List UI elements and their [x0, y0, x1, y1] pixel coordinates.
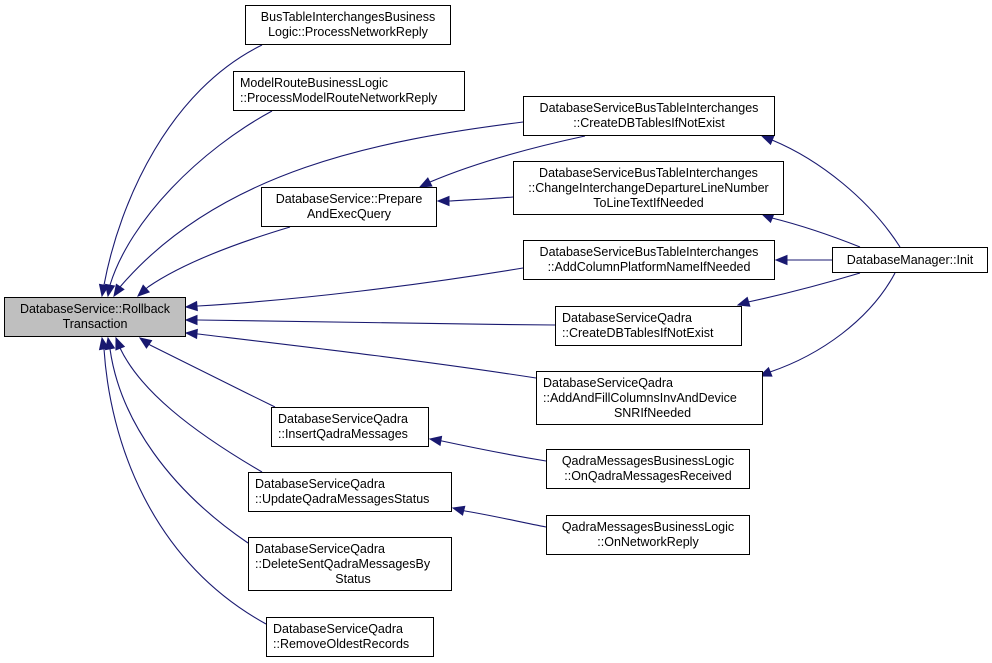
- edge-prepare-to-rollback: [147, 226, 291, 288]
- node-qadra-remove-oldest-records[interactable]: DatabaseServiceQadra ::RemoveOldestRecor…: [266, 617, 434, 657]
- arrowhead-icon: [418, 177, 433, 188]
- arrowhead-icon: [104, 283, 116, 298]
- node-label: DatabaseServiceQadra: [255, 541, 385, 556]
- arrowhead-icon: [760, 213, 775, 224]
- arrowhead-icon: [736, 296, 751, 307]
- arrowhead-icon: [115, 336, 126, 351]
- arrowhead-icon: [774, 254, 788, 266]
- edge-qmbl_received-to-qadra_insert: [441, 440, 547, 462]
- node-qadra-bl-on-messages-received[interactable]: QadraMessagesBusinessLogic ::OnQadraMess…: [546, 449, 750, 489]
- node-rollback-transaction: DatabaseService::Rollback Transaction: [4, 297, 186, 337]
- edge-bus_process-to-rollback: [103, 44, 263, 286]
- node-database-manager-init[interactable]: DatabaseManager::Init: [832, 247, 988, 273]
- arrowhead-icon: [98, 336, 110, 351]
- node-label: DatabaseServiceQadra: [278, 412, 408, 426]
- node-label: ::OnQadraMessagesReceived: [564, 469, 732, 483]
- node-label: ::CreateDBTablesIfNotExist: [562, 326, 714, 340]
- arrowhead-icon: [760, 135, 775, 146]
- edge-qadra_remove-to-rollback: [103, 348, 267, 625]
- edge-qadra_addfill-to-rollback: [197, 333, 537, 379]
- node-label: Logic::ProcessNetworkReply: [268, 25, 428, 39]
- node-bus-change-interchange-departure[interactable]: DatabaseServiceBusTableInterchanges ::Ch…: [513, 161, 784, 215]
- node-label: Status: [335, 571, 371, 586]
- edge-db_manager_init-to-qadra_addfill: [769, 272, 896, 373]
- node-label: DatabaseService::Rollback: [19, 302, 171, 316]
- node-label: DatabaseServiceBusTableInterchanges: [539, 165, 758, 180]
- node-label: QadraMessagesBusinessLogic: [561, 454, 735, 468]
- arrowhead-icon: [451, 505, 466, 516]
- node-label: ::OnNetworkReply: [597, 535, 699, 549]
- edge-bus_change-to-prepare: [449, 196, 514, 202]
- node-label: DatabaseServiceBusTableInterchanges: [539, 245, 759, 259]
- node-model-route-process-reply[interactable]: ModelRouteBusinessLogic ::ProcessModelRo…: [233, 71, 465, 111]
- node-label: DatabaseServiceQadra: [543, 375, 673, 390]
- arrowhead-icon: [184, 314, 198, 326]
- edge-qmbl_reply-to-qadra_update: [464, 510, 547, 528]
- edge-bus_create-to-rollback: [119, 121, 524, 288]
- node-label: DatabaseServiceBusTableInterchanges: [539, 101, 759, 115]
- node-label: DatabaseManager::Init: [846, 252, 974, 267]
- edge-model_route-to-rollback: [109, 110, 273, 286]
- node-label: ::ProcessModelRouteNetworkReply: [240, 91, 438, 105]
- arrowhead-icon: [113, 283, 125, 298]
- edge-bus_addcol-to-rollback: [197, 267, 524, 307]
- node-qadra-add-fill-columns[interactable]: DatabaseServiceQadra ::AddAndFillColumns…: [536, 371, 763, 425]
- node-label: ToLineTextIfNeeded: [593, 195, 704, 210]
- node-bus-create-db-tables[interactable]: DatabaseServiceBusTableInterchanges ::Cr…: [523, 96, 775, 136]
- edge-db_manager_init-to-bus_change: [771, 217, 861, 248]
- node-label: SNRIfNeeded: [613, 405, 692, 420]
- node-label: QadraMessagesBusinessLogic: [561, 520, 735, 534]
- arrowhead-icon: [436, 195, 450, 207]
- node-label: ::ChangeInterchangeDepartureLineNumber: [528, 180, 769, 195]
- node-qadra-bl-on-network-reply[interactable]: QadraMessagesBusinessLogic ::OnNetworkRe…: [546, 515, 750, 555]
- arrowhead-icon: [184, 300, 198, 312]
- node-label: ::UpdateQadraMessagesStatus: [255, 492, 430, 506]
- node-label: ::CreateDBTablesIfNotExist: [573, 116, 725, 130]
- node-label: DatabaseService::Prepare: [275, 192, 423, 206]
- arrowhead-icon: [428, 435, 443, 447]
- edge-db_manager_init-to-bus_create: [771, 139, 901, 248]
- node-prepare-and-exec-query[interactable]: DatabaseService::Prepare AndExecQuery: [261, 187, 437, 227]
- node-label: DatabaseServiceQadra: [255, 477, 385, 491]
- edge-qadra_create-to-rollback: [197, 319, 556, 326]
- node-bus-add-column-platform-name[interactable]: DatabaseServiceBusTableInterchanges ::Ad…: [523, 240, 775, 280]
- node-label: BusTableInterchangesBusiness: [260, 10, 436, 24]
- node-label: ::AddAndFillColumnsInvAndDevice: [543, 390, 737, 405]
- node-qadra-update-messages-status[interactable]: DatabaseServiceQadra ::UpdateQadraMessag…: [248, 472, 452, 512]
- arrowhead-icon: [184, 328, 198, 340]
- node-label: DatabaseServiceQadra: [273, 622, 403, 636]
- node-label: Transaction: [62, 317, 128, 331]
- edge-db_manager_init-to-qadra_create: [747, 272, 861, 303]
- node-label: AndExecQuery: [306, 207, 392, 221]
- edge-bus_create-to-prepare: [429, 135, 586, 183]
- node-bus-table-process-network-reply[interactable]: BusTableInterchangesBusiness Logic::Proc…: [245, 5, 451, 45]
- node-label: ::InsertQadraMessages: [278, 427, 408, 441]
- node-qadra-delete-sent-messages[interactable]: DatabaseServiceQadra ::DeleteSentQadraMe…: [248, 537, 452, 591]
- node-label: ::DeleteSentQadraMessagesBy: [255, 556, 431, 571]
- edge-qadra_insert-to-rollback: [149, 344, 276, 408]
- node-label: DatabaseServiceQadra: [562, 311, 692, 325]
- node-qadra-create-db-tables[interactable]: DatabaseServiceQadra ::CreateDBTablesIfN…: [555, 306, 742, 346]
- node-label: ::RemoveOldestRecords: [273, 637, 410, 651]
- edge-qadra_update-to-rollback: [119, 347, 263, 473]
- arrowhead-icon: [137, 284, 151, 297]
- node-qadra-insert-messages[interactable]: DatabaseServiceQadra ::InsertQadraMessag…: [271, 407, 429, 447]
- node-label: ModelRouteBusinessLogic: [240, 76, 389, 90]
- node-label: ::AddColumnPlatformNameIfNeeded: [547, 260, 751, 274]
- arrowhead-icon: [138, 337, 153, 349]
- edge-qadra_delete-to-rollback: [109, 348, 249, 544]
